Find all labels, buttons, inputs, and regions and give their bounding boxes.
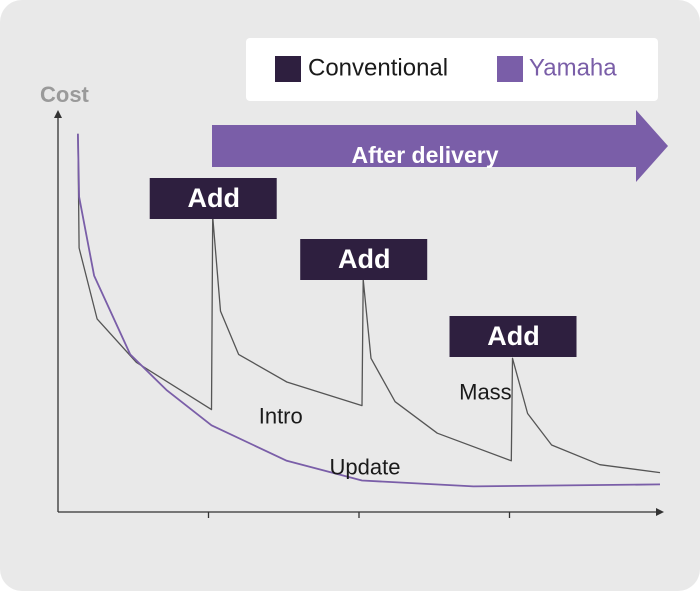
after-delivery-arrow (212, 110, 668, 182)
add-box-2 (300, 239, 428, 280)
series-line-conventional (77, 133, 661, 474)
after-delivery-label: After delivery (351, 142, 498, 168)
y-axis-label: Cost (40, 82, 90, 107)
legend-swatch-conventional (275, 56, 301, 82)
phase-label-update: Update (330, 454, 401, 479)
legend-box (246, 38, 658, 101)
add-label-3: Add (487, 321, 539, 351)
add-box-3 (449, 316, 577, 357)
legend-label-conventional: Conventional (308, 54, 448, 81)
series-line-yamaha (77, 133, 661, 488)
legend-swatch-yamaha (497, 56, 523, 82)
add-box-1 (149, 178, 277, 219)
phase-label-mass: Mass (459, 380, 512, 405)
legend-label-yamaha: Yamaha (529, 54, 617, 81)
add-label-2: Add (338, 244, 390, 274)
x-axis-arrow (656, 508, 664, 516)
phase-label-intro: Intro (259, 403, 303, 428)
y-axis-arrow (54, 110, 62, 118)
add-label-1: Add (187, 183, 239, 213)
